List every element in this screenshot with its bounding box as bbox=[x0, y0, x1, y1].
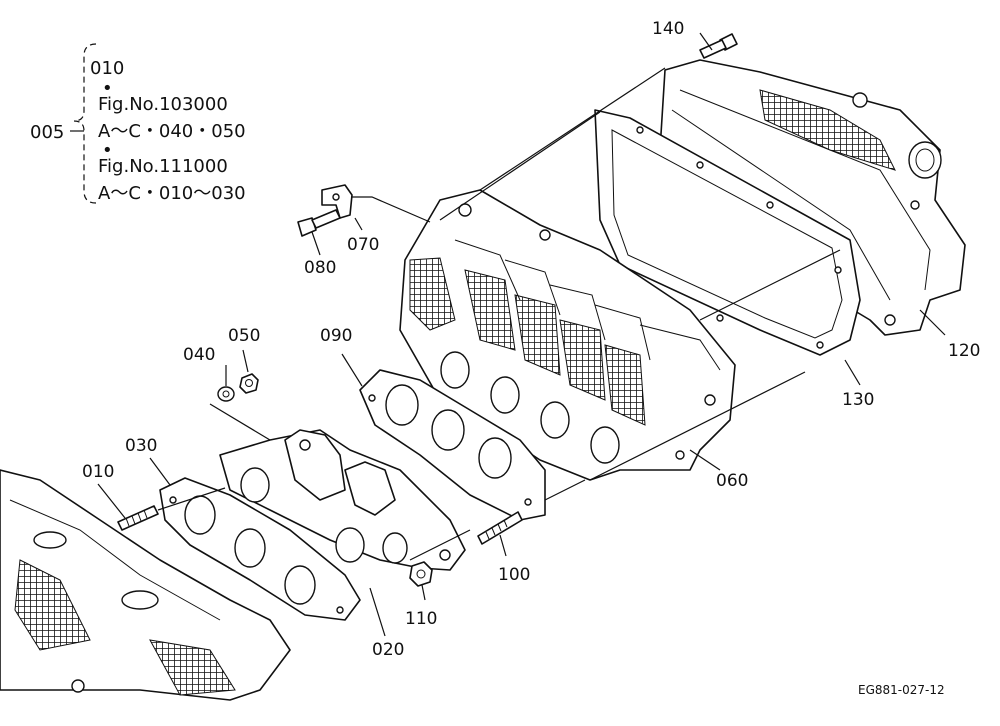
figure-code: EG881-027-12 bbox=[858, 683, 945, 697]
label-100: 100 bbox=[498, 565, 530, 585]
part-090-gasket bbox=[359, 369, 546, 521]
label-070: 070 bbox=[347, 235, 379, 255]
legend-note: 005 010 • Fig.No.103000 A～C・040・050 • Fi… bbox=[30, 43, 246, 204]
label-090: 090 bbox=[320, 326, 352, 346]
part-labels: 140 120 130 070 080 060 090 050 040 030 … bbox=[82, 19, 980, 660]
part-100-stud bbox=[477, 511, 523, 545]
legend-dot-1: • bbox=[102, 78, 113, 99]
label-080: 080 bbox=[304, 258, 336, 278]
label-140: 140 bbox=[652, 19, 684, 39]
label-040: 040 bbox=[183, 345, 215, 365]
label-130: 130 bbox=[842, 390, 874, 410]
part-140-bolt bbox=[699, 33, 738, 59]
part-010-stud bbox=[117, 505, 159, 531]
part-080-bolt bbox=[297, 209, 341, 237]
part-060-manifold bbox=[399, 189, 736, 481]
part-020-adapter bbox=[219, 429, 466, 571]
part-120-housing bbox=[659, 59, 966, 336]
legend-line-1: 010 bbox=[90, 58, 124, 79]
label-030: 030 bbox=[125, 436, 157, 456]
label-060: 060 bbox=[716, 471, 748, 491]
legend-line-6: Fig.No.111000 bbox=[98, 156, 228, 177]
part-110-nut bbox=[409, 561, 433, 587]
leader-lines bbox=[97, 32, 946, 637]
label-050: 050 bbox=[228, 326, 260, 346]
legend-line-4: A～C・040・050 bbox=[98, 121, 246, 142]
legend-line-7: A～C・010～030 bbox=[98, 183, 246, 204]
legend-group-number: 005 bbox=[30, 122, 64, 143]
cylinder-head bbox=[0, 469, 291, 701]
part-070-bracket bbox=[321, 184, 353, 219]
label-010: 010 bbox=[82, 462, 114, 482]
part-050-nut bbox=[239, 373, 259, 394]
legend-dot-2: • bbox=[102, 140, 113, 161]
part-130-gasket bbox=[594, 109, 861, 356]
label-120: 120 bbox=[948, 341, 980, 361]
label-020: 020 bbox=[372, 640, 404, 660]
label-110: 110 bbox=[405, 609, 437, 629]
part-040-washer bbox=[217, 386, 235, 402]
part-030-gasket bbox=[159, 477, 361, 621]
legend-line-3: Fig.No.103000 bbox=[98, 94, 228, 115]
